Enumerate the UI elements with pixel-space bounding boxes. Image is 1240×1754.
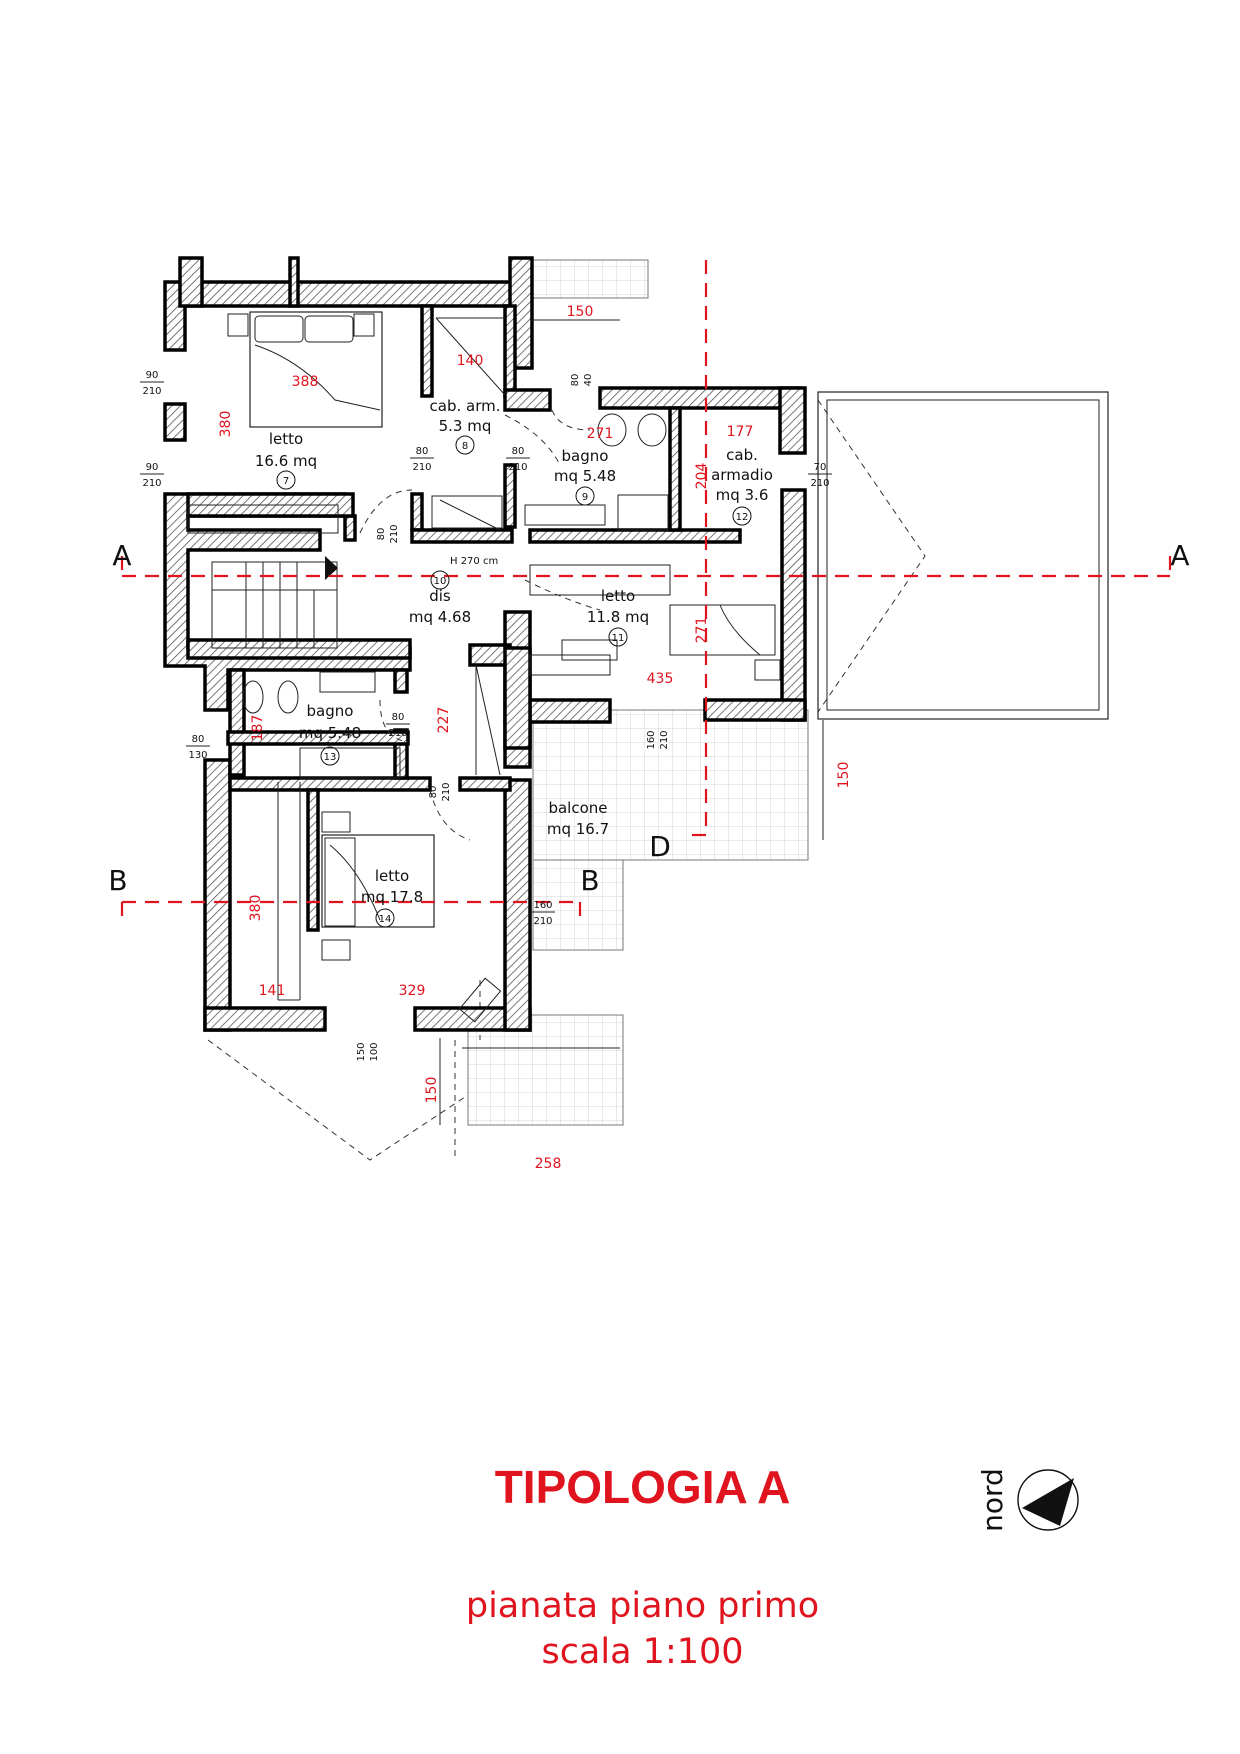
door-dim: 80 [416,446,429,457]
door-dim: 70 [814,462,827,473]
roof-outline [207,391,1109,1161]
door-annotations: 90 210 90 210 80 40 80 210 80 210 80 210… [140,370,832,1062]
dim-label: 388 [292,374,319,390]
room-12-area: mq 3.6 [716,486,769,504]
room-13-name: bagno [307,702,354,720]
section-a-left: A [112,539,131,572]
room-11-area: 11.8 mq [587,608,649,626]
door-dim: 150 [356,1042,367,1061]
room-12-number: 12 [736,512,749,523]
north-circle [1017,1469,1079,1531]
door-dim: 100 [369,1042,380,1061]
ceiling-height-note: H 270 cm [450,556,498,567]
dim-label: 380 [218,411,234,438]
room-9-area: mq 5.48 [554,467,616,485]
room-13-area: mq 5.48 [299,724,361,742]
north-label: nord [976,1468,1009,1532]
door-dim: 80 [428,786,439,799]
balcony-name: balcone [548,799,607,817]
dimension-lines [439,319,824,1125]
room-9-number: 9 [582,492,588,503]
dim-label: 271 [694,617,710,644]
dim-label: 435 [647,671,674,687]
door-dim: 210 [441,782,452,801]
door-dim: 210 [508,462,527,473]
door-dim: 130 [188,750,207,761]
room-10-name: dis [429,587,451,605]
balcony-tiles [467,259,809,1126]
plan-title: TIPOLOGIA A [494,1461,791,1513]
section-b-right: B [580,864,599,897]
room-12-name-2: armadio [711,466,773,484]
section-markers: A A B B D [108,539,1189,897]
section-d: D [649,830,671,863]
plan-scale: scala 1:100 [541,1632,744,1672]
room-8-number: 8 [462,441,468,452]
dim-label: 271 [587,426,614,442]
door-dim: 80 [376,528,387,541]
dim-label: 187 [250,715,266,742]
room-12-name: cab. [726,446,758,464]
dim-label: 258 [535,1156,562,1172]
section-lines [120,260,1172,925]
dim-label: 177 [727,424,754,440]
room-11-number: 11 [612,633,625,644]
door-dim: 90 [146,462,159,473]
dim-label: 140 [457,353,484,369]
walls [163,256,807,1032]
door-dim: 80 [192,734,205,745]
door-dim: 210 [389,524,400,543]
dim-label: 329 [399,983,426,999]
plan-subtitle: pianata piano primo [465,1586,820,1626]
door-dim: 210 [810,478,829,489]
north-arrow: nord [976,1468,1079,1532]
door-dim: 210 [533,916,552,927]
door-dim: 210 [142,386,161,397]
room-7-area: 16.6 mq [255,452,317,470]
room-14-number: 14 [379,914,392,925]
room-14-area: mq 17.8 [361,888,423,906]
balcony-area: mq 16.7 [547,820,609,838]
door-dim: 90 [146,370,159,381]
room-10-number: 10 [434,576,447,587]
room-13-number: 13 [324,752,337,763]
room-11-name: letto [601,587,635,605]
room-14-name: letto [375,867,409,885]
door-dim: 210 [659,730,670,749]
room-labels: letto 16.6 mq 7 cab. arm. 5.3 mq 8 bagno… [255,397,773,928]
door-dim: 80 [392,712,405,723]
room-10-area: mq 4.68 [409,608,471,626]
stair [211,556,338,649]
dim-label: 380 [248,895,264,922]
dim-label: 204 [694,463,710,490]
door-swings [359,409,601,841]
room-8-name: cab. arm. [430,397,501,415]
furniture [187,311,781,1023]
section-b-left: B [108,864,127,897]
section-a-right: A [1170,539,1189,572]
dim-label: 141 [259,983,286,999]
door-dim: 160 [533,900,552,911]
room-7-name: letto [269,430,303,448]
door-dim: 160 [646,730,657,749]
door-dim: 80 [512,446,525,457]
dim-label: 150 [836,762,852,789]
door-dim: 210 [388,728,407,739]
room-8-area: 5.3 mq [439,417,492,435]
door-dim: 210 [142,478,161,489]
door-dim: 80 [570,374,581,387]
dim-label: 150 [424,1077,440,1104]
red-dimensions: 150 140 388 380 271 177 204 271 435 187 … [218,304,852,1172]
door-dim: 210 [412,462,431,473]
room-9-name: bagno [562,447,609,465]
dim-label: 150 [567,304,594,320]
dim-label: 227 [436,707,452,734]
room-7-number: 7 [283,476,289,487]
door-dim: 40 [583,374,594,387]
north-arrow-icon [1022,1478,1074,1526]
